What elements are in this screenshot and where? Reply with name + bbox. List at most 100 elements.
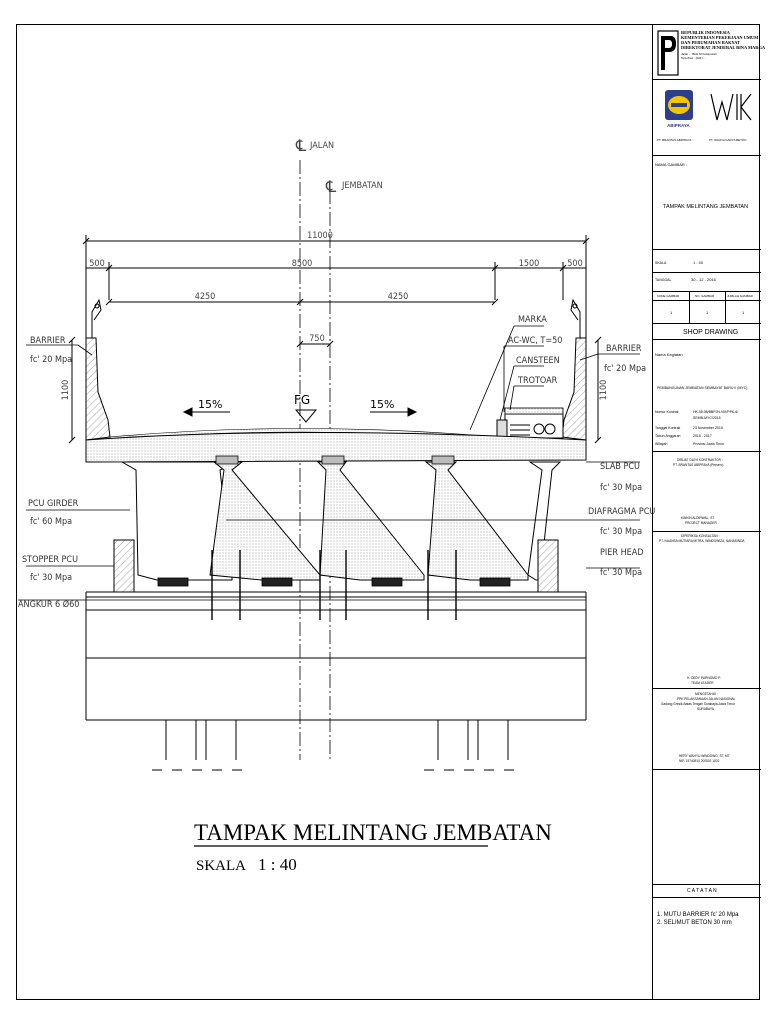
catatan-label: C A T A T A N (687, 888, 717, 894)
fg-label: FG (294, 393, 310, 407)
skala-label: SKALA (655, 261, 667, 265)
main-title: TAMPAK MELINTANG JEMBATAN (194, 820, 552, 845)
project-info: Nama Kegiatan PEMBANGUNAN JEMBATAN SEMBA… (653, 340, 761, 452)
barrier-right (561, 337, 587, 441)
tanggal-label: TANGGAL (655, 278, 672, 282)
project-manager-role: PROJECT MANAGER (685, 521, 717, 525)
ppk-nip: NIP. 19740910 200502 1002 (679, 759, 720, 763)
team-leader-name: H. DEDY PURNOMO P. (687, 676, 721, 680)
stopper-left (113, 539, 135, 593)
ppk-line-1: PPK PELAKSANAAN JALAN NASIONAL (677, 697, 736, 701)
shop-drawing-row: SHOP DRAWING (653, 324, 761, 340)
tahun-anggaran-value: 2015 - 2017 (693, 434, 712, 438)
label-barrier-right: BARRIER (606, 344, 642, 354)
slope-right: 15% (370, 398, 394, 411)
ministry-line-4: DIREKTORAT JENDERAL BINA MARGA (681, 45, 766, 50)
fg-arrow (294, 409, 318, 423)
catatan-item-2: 2. SELIMUT BETON 30 mm (657, 920, 732, 926)
approval-section: H. DEDY PURNOMO P. TEAM LEADER MENGETAHU… (653, 616, 761, 770)
ministry-header: REPUBLIK INDONESIA KEMENTERIAN PEKERJAAN… (653, 24, 765, 80)
cansteen (496, 419, 508, 439)
label-angkur: ANGKUR 6 Ø60 (18, 599, 79, 610)
leaders-right (226, 325, 640, 569)
ministry-line-3: DAN PERUMAHAN RAKYAT (681, 40, 741, 45)
dim-500-left: 500 (89, 259, 104, 269)
nama-gambar-label: NAMA GAMBAR : (655, 162, 688, 167)
girder-4 (424, 461, 529, 581)
ministry-line-2: KEMENTERIAN PEKERJAAN UMUM (681, 35, 759, 40)
kode-gambar-value: 1 (670, 310, 673, 315)
nomor-kontrak-value-1: HK.08.08/BBPJN-VIII/PPK-6/ (693, 410, 739, 414)
nomor-kontrak-value-2: SEMB-MYC/2015 (693, 416, 721, 420)
dim-500-right: 500 (567, 259, 582, 269)
cl-symbol-jalan: ℄ (295, 136, 307, 155)
scale-label: SKALA (196, 858, 246, 874)
scale-date-section: SKALA 1 : 40 TANGGAL 30 - 12 - 2016 (653, 250, 761, 292)
nama-kegiatan-value: PEMBANGUNAN JEMBATAN SEMBAYAT BARU II (M… (657, 386, 748, 390)
dibuat-oleh-label: DIBUAT OLEH KONTRAKTOR : (677, 458, 723, 462)
tanggal-kontrak-label: Tanggal Kontrak (655, 426, 681, 430)
nama-gambar-section: NAMA GAMBAR : TAMPAK MELINTANG JEMBATAN (653, 156, 761, 250)
drawing-sheet-border (16, 24, 760, 1000)
pcu-girders (120, 461, 562, 581)
stopper-right (537, 539, 559, 593)
label-barrier-left-fc: fc' 20 Mpa (30, 355, 72, 365)
scale-value: 1 : 40 (258, 855, 297, 874)
label-barrier-left: BARRIER (30, 336, 66, 346)
nama-gambar-value: TAMPAK MELINTANG JEMBATAN (663, 204, 749, 210)
tahun-anggaran-label: Tahun Anggaran (655, 434, 681, 438)
label-diafragma: DIAFRAGMA PCU (588, 507, 655, 517)
dim-8500: 8500 (292, 259, 313, 269)
label-pcu-girder: PCU GIRDER (28, 499, 79, 509)
label-stopper: STOPPER PCU (22, 555, 78, 565)
contractor-logos: ABIPRAYA PT. BRANTAS ABIPRAYA PT. WIJAYA… (653, 80, 761, 156)
label-pier-head: PIER HEAD (600, 548, 644, 558)
team-leader-role: TEAM LEADER (691, 681, 714, 685)
label-slab: SLAB PCU (600, 462, 640, 472)
catatan-header: C A T A T A N (653, 884, 761, 898)
label-pier-head-fc: fc' 30 Mpa (600, 568, 642, 578)
ministry-address: Jalan ... Blok M Kebayoran (681, 52, 717, 56)
dimension-750 (296, 340, 334, 348)
girder-3 (316, 461, 425, 581)
catatan-body: 1. MUTU BARRIER fc' 20 Mpa 2. SELIMUT BE… (653, 898, 761, 1000)
barrier-rail-posts (91, 298, 581, 338)
abipraya-caption: PT. BRANTAS ABIPRAYA (657, 138, 692, 142)
wika-caption: PT. WIJAYA KARYA BETON (709, 138, 747, 142)
anchor-bolts (211, 550, 457, 620)
ministry-phone: Telp./Fax : (021) ... (681, 56, 707, 60)
label-trotoar: TROTOAR (517, 376, 558, 386)
jumlah-gambar-label: JUMLAH GAMBAR (727, 294, 753, 298)
abipraya-name: ABIPRAYA (667, 123, 690, 128)
leaders-left (18, 344, 586, 601)
cl-symbol-jembatan: ℄ (325, 177, 337, 196)
dim-1500: 1500 (519, 259, 540, 269)
abipraya-logo-icon (665, 90, 693, 120)
tanggal-value: 30 - 12 - 2016 (691, 277, 716, 282)
skala-value: 1 : 40 (693, 260, 704, 265)
wilayah-value: Provinsi Jawa Timur (693, 442, 725, 446)
consultant-section: DIPERIKSA KONSULTAN : PT. NUANSA MUTIARA… (653, 532, 761, 616)
slope-arrows (182, 407, 418, 417)
girder-2 (209, 461, 321, 581)
ppk-name: HERY WAHYU WINDOWO, ST, MT (679, 754, 730, 758)
girder-top-flanges (215, 455, 455, 465)
cl-jalan-label: JALAN (309, 141, 334, 151)
nomor-kontrak-label: Nomor Kontrak (655, 410, 679, 414)
dim-4250-left: 4250 (195, 292, 216, 302)
dimension-row-3 (105, 298, 499, 306)
project-manager-name: KINKIN ALDIRWAL, ST (681, 516, 715, 520)
utility-pipes (510, 423, 556, 436)
divider (653, 272, 761, 273)
label-marka: MARKA (518, 315, 547, 325)
kode-gambar-label: KODE GAMBAR (657, 294, 680, 298)
wika-logo-icon (710, 93, 752, 121)
contractor-section: DIBUAT OLEH KONTRAKTOR : PT. BRANTAS ABI… (653, 452, 761, 532)
catatan-item-1: 1. MUTU BARRIER fc' 20 Mpa (657, 912, 739, 918)
dim-1100-right: 1100 (599, 380, 609, 401)
dim-total-label: 11000 (307, 231, 333, 241)
dimension-row-2 (86, 262, 586, 300)
dim-1100-left: 1100 (61, 380, 71, 401)
nama-kegiatan-label: Nama Kegiatan (655, 352, 683, 357)
trotoar-paving (504, 407, 564, 415)
